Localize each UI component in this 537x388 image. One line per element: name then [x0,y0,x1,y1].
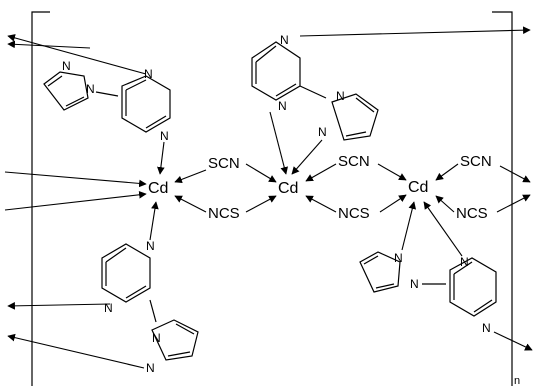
cadmium-center-1: Cd [148,180,168,197]
nitrogen-atom: N [318,125,327,139]
nitrogen-atom: N [144,67,153,81]
cadmium-center-2: Cd [278,180,298,197]
coordination-arrow [435,163,459,181]
nitrogen-atom: N [160,129,169,143]
coordination-arrow [496,194,531,213]
coordination-arrow [157,141,165,175]
coordination-arrow [4,190,147,211]
coordination-arrow [7,40,91,49]
coordination-arrow [435,195,455,213]
coordination-arrow [174,169,207,184]
polymer-subscript-n: n [514,375,520,387]
left-bracket [31,11,50,386]
pyrazolylpyrazine-ligand: N N N N [251,26,531,175]
coordination-arrow [291,139,323,175]
coordination-arrow [305,195,337,213]
nitrogen-atom: N [482,321,491,335]
coordination-arrow [4,171,147,188]
nitrogen-atom: N [146,239,155,253]
thiocyanate-label: NCS [456,205,488,222]
nitrogen-atom: N [104,301,113,315]
nitrogen-atom: N [278,99,287,113]
pyrazolylpyrazine-ligand: N N N N [7,34,171,175]
nitrogen-atom: N [394,251,403,265]
coordination-arrow [423,201,463,257]
nitrogen-atom: N [86,82,95,96]
nitrogen-atom: N [280,33,289,47]
nitrogen-atom: N [460,255,469,269]
nitrogen-atom: N [410,277,419,291]
coordination-arrow [499,165,531,183]
coordination-arrow [377,163,407,181]
coordination-arrow [299,26,531,37]
coordination-arrow [245,195,277,213]
nitrogen-atom: N [152,331,161,345]
thiocyanate-label: SCN [338,153,370,170]
nitrogen-atom: N [336,89,345,103]
coordination-arrow [379,194,407,213]
cadmium-center-3: Cd [408,179,428,196]
coordination-arrow [7,333,145,369]
pyrazolylpyrazine-ligand: N N N N [359,201,533,351]
coordination-arrow [401,201,417,251]
coordination-arrow [174,195,207,213]
thiocyanate-label: NCS [208,205,240,222]
pyrazolylpyrazine-ligand: N N N N [7,201,199,375]
nitrogen-atom: N [146,361,155,375]
coordination-arrow [149,201,159,241]
coordination-arrow [305,163,337,182]
coordination-arrow [7,302,111,310]
thiocyanate-label: SCN [460,153,492,170]
thiocyanate-label: SCN [208,155,240,172]
coordination-arrow [7,34,147,75]
right-bracket [492,11,513,386]
nitrogen-atom: N [62,59,71,73]
coordination-arrow [493,331,533,351]
thiocyanate-label: NCS [338,205,370,222]
coordination-arrow [245,163,277,183]
coordination-arrow [269,111,288,175]
